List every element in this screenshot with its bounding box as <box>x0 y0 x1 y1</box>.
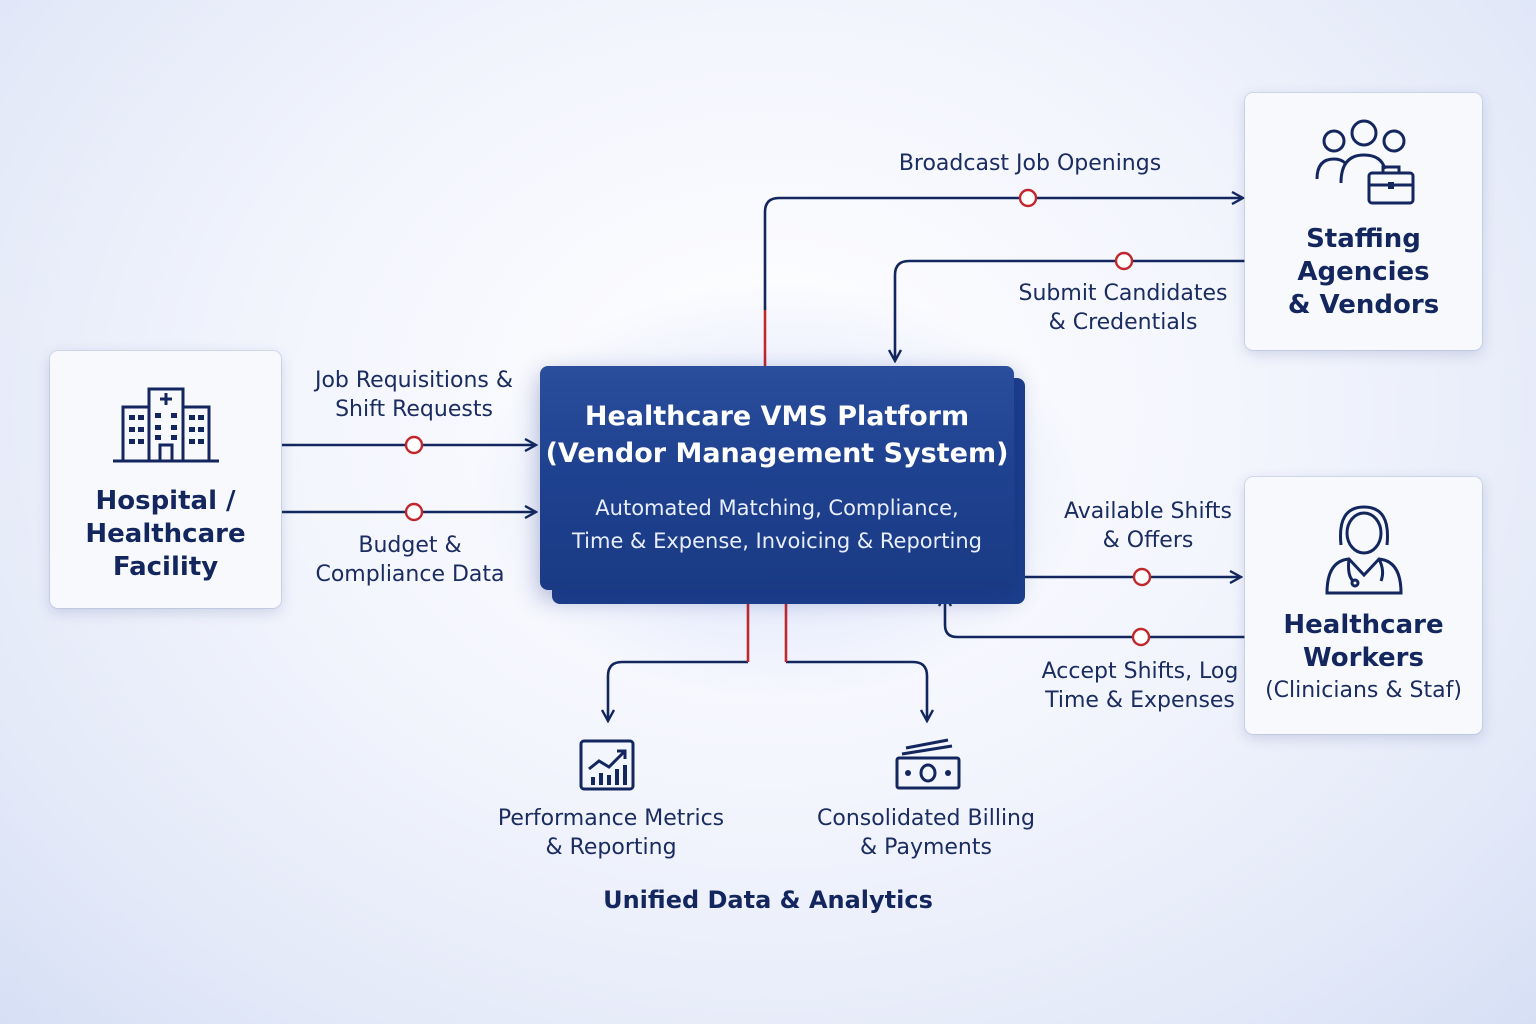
label-submit-line1: Submit Candidates <box>1018 281 1228 306</box>
label-budget-line2: Compliance Data <box>315 562 505 587</box>
label-performance-line1: Performance Metrics <box>497 806 725 831</box>
people-briefcase-icon <box>1315 119 1414 205</box>
node-dot <box>404 435 424 455</box>
label-job-requisitions: Job Requisitions & Shift Requests <box>296 366 532 424</box>
workers-title-line2: Workers <box>1303 643 1424 673</box>
platform-title-line1: Healthcare VMS Platform <box>584 401 970 432</box>
arrow-broadcast <box>763 198 1242 310</box>
workers-card: Healthcare Workers (Clinicians & Staf) <box>1245 477 1482 734</box>
platform-desc-line1: Automated Matching, Compliance, <box>595 496 959 520</box>
workers-subtitle: (Clinicians & Staf) <box>1265 678 1462 703</box>
footer-label: Unified Data & Analytics <box>603 886 933 914</box>
arrow-submit-candidates <box>895 259 1245 360</box>
label-available-line2: & Offers <box>1102 528 1194 553</box>
label-performance: Performance Metrics & Reporting <box>488 804 734 862</box>
vms-platform-box: Healthcare VMS Platform (Vendor Manageme… <box>540 366 1014 590</box>
label-accept-shifts: Accept Shifts, Log Time & Expenses <box>1025 657 1255 715</box>
node-dot <box>404 502 424 522</box>
hospital-card: Hospital / Healthcare Facility <box>50 351 281 608</box>
label-job-requisitions-line1: Job Requisitions & <box>314 368 514 393</box>
staffing-card: Staffing Agencies & Vendors <box>1245 93 1482 350</box>
node-dot <box>1132 567 1152 587</box>
money-icon <box>895 738 961 790</box>
staffing-title-line2: Agencies <box>1297 257 1430 287</box>
arrow-billing <box>786 660 927 720</box>
hospital-title-line3: Facility <box>112 552 219 582</box>
label-performance-line2: & Reporting <box>545 835 677 860</box>
label-job-requisitions-line2: Shift Requests <box>335 397 493 422</box>
hospital-icon <box>112 387 219 463</box>
label-billing-line1: Consolidated Billing <box>817 806 1035 831</box>
node-dot <box>1114 251 1134 271</box>
staffing-title-line3: & Vendors <box>1287 290 1440 320</box>
label-broadcast: Broadcast Job Openings <box>880 149 1180 178</box>
label-available-line1: Available Shifts <box>1063 499 1233 524</box>
label-accept-line2: Time & Expenses <box>1045 688 1235 713</box>
hospital-title-line1: Hospital / <box>95 486 236 516</box>
workers-title-line1: Healthcare <box>1283 610 1444 640</box>
arrow-performance <box>608 660 748 720</box>
label-submit-candidates: Submit Candidates & Credentials <box>1005 279 1241 337</box>
platform-desc-line2: Time & Expense, Invoicing & Reporting <box>571 529 983 553</box>
label-accept-line1: Accept Shifts, Log <box>1041 659 1239 684</box>
hospital-title-line2: Healthcare <box>85 519 246 549</box>
label-billing-line2: & Payments <box>860 835 992 860</box>
label-budget-line1: Budget & <box>358 533 462 558</box>
staffing-title-line1: Staffing <box>1306 224 1421 254</box>
clinician-icon <box>1324 505 1403 595</box>
chart-icon <box>579 739 635 791</box>
label-billing: Consolidated Billing & Payments <box>806 804 1046 862</box>
platform-title-line2: (Vendor Management System) <box>545 438 1009 469</box>
label-submit-line2: & Credentials <box>1048 310 1198 335</box>
label-broadcast-line1: Broadcast Job Openings <box>898 151 1162 176</box>
node-dot <box>1131 627 1151 647</box>
label-budget-compliance: Budget & Compliance Data <box>296 531 524 589</box>
node-dot <box>1018 188 1038 208</box>
arrow-accept-shifts <box>945 596 1245 639</box>
label-available-shifts: Available Shifts & Offers <box>1048 497 1248 555</box>
